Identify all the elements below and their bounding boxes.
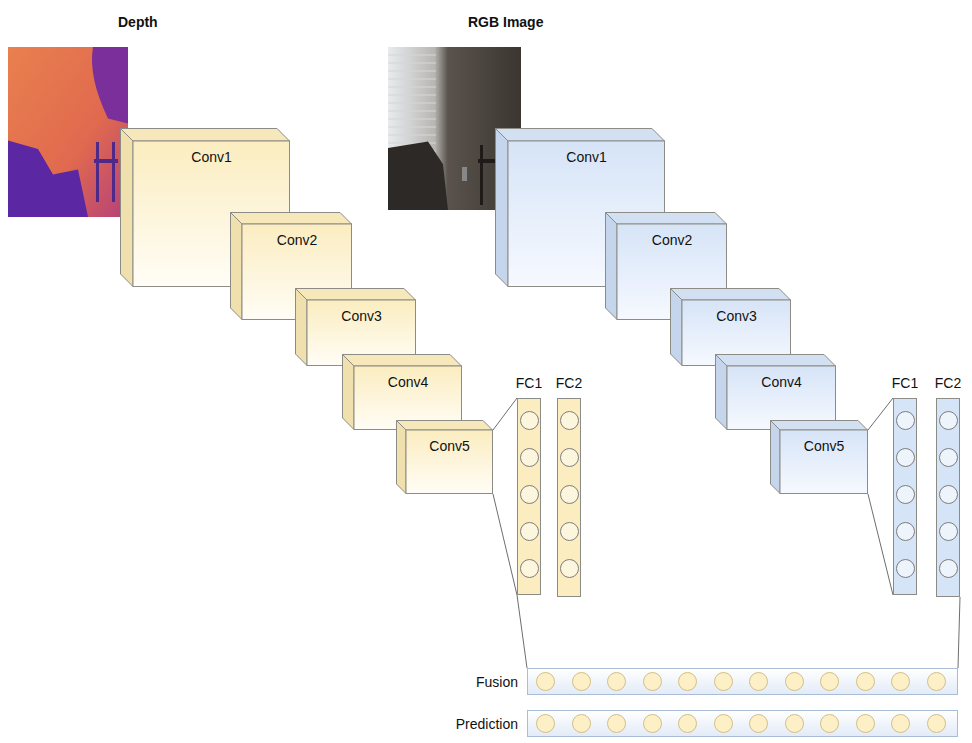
bar-label: Prediction (456, 716, 518, 732)
neuron (560, 559, 579, 578)
neuron (560, 522, 579, 541)
neuron (643, 672, 662, 691)
cuboid-shape (715, 354, 836, 430)
connector (493, 398, 517, 595)
layer-label: Conv5 (780, 438, 868, 454)
cuboid-shape (396, 420, 493, 494)
image-title: RGB Image (468, 14, 543, 30)
neuron (607, 672, 626, 691)
neuron (572, 672, 591, 691)
layer-label: Conv2 (617, 232, 727, 248)
neuron (896, 411, 915, 430)
layer-label: Conv1 (508, 149, 665, 165)
layer-label: Conv5 (406, 438, 493, 454)
image-illustration (8, 47, 128, 217)
neuron (520, 411, 539, 430)
fc-layer: FC1 (893, 398, 917, 595)
layer-label: FC2 (935, 375, 961, 391)
cuboid-shape (342, 354, 462, 430)
neuron (896, 522, 915, 541)
neuron (785, 714, 804, 733)
layer-label: Conv4 (727, 374, 836, 390)
neuron (939, 559, 958, 578)
neuron (856, 714, 875, 733)
conv-block: Conv5 (770, 420, 868, 494)
neuron (678, 672, 697, 691)
bar-label: Fusion (476, 674, 518, 690)
neuron (856, 672, 875, 691)
neuron (749, 672, 768, 691)
neuron-bar: Prediction (527, 710, 958, 737)
connector (958, 597, 960, 668)
connector (868, 398, 893, 595)
neuron (520, 559, 539, 578)
neuron (643, 714, 662, 733)
neuron (520, 448, 539, 467)
layer-label: Conv2 (242, 232, 352, 248)
neuron (896, 485, 915, 504)
input-image: Depth (8, 47, 128, 217)
layer-label: Conv4 (354, 374, 462, 390)
neuron (896, 448, 915, 467)
fc-layer: FC1 (517, 398, 541, 595)
connector (517, 595, 527, 668)
neuron (927, 714, 946, 733)
layer-label: FC1 (516, 375, 542, 391)
layer-label: Conv3 (682, 308, 791, 324)
fc-layer: FC2 (557, 398, 581, 597)
conv-block: Conv4 (715, 354, 836, 430)
layer-label: FC1 (892, 375, 918, 391)
image-title: Depth (118, 14, 158, 30)
neuron (820, 672, 839, 691)
neuron (572, 714, 591, 733)
neuron (520, 522, 539, 541)
neuron (607, 714, 626, 733)
neuron (785, 672, 804, 691)
neuron (536, 714, 555, 733)
neuron (896, 559, 915, 578)
layer-label: FC2 (556, 375, 582, 391)
neuron (939, 485, 958, 504)
neuron-bar: Fusion (527, 668, 958, 695)
layer-label: Conv3 (307, 308, 416, 324)
layer-label: Conv1 (133, 149, 290, 165)
cuboid-shape (770, 420, 868, 494)
neuron (927, 672, 946, 691)
neuron (939, 411, 958, 430)
fc-layer: FC2 (936, 398, 960, 597)
conv-block: Conv4 (342, 354, 462, 430)
neuron (891, 714, 910, 733)
neuron (536, 672, 555, 691)
neuron (891, 672, 910, 691)
neuron (714, 672, 733, 691)
neuron (520, 485, 539, 504)
neuron (560, 411, 579, 430)
neuron (749, 714, 768, 733)
neuron (939, 522, 958, 541)
neuron (820, 714, 839, 733)
neuron (714, 714, 733, 733)
neuron (560, 485, 579, 504)
neuron (560, 448, 579, 467)
neuron (678, 714, 697, 733)
conv-block: Conv5 (396, 420, 493, 494)
neuron (939, 448, 958, 467)
